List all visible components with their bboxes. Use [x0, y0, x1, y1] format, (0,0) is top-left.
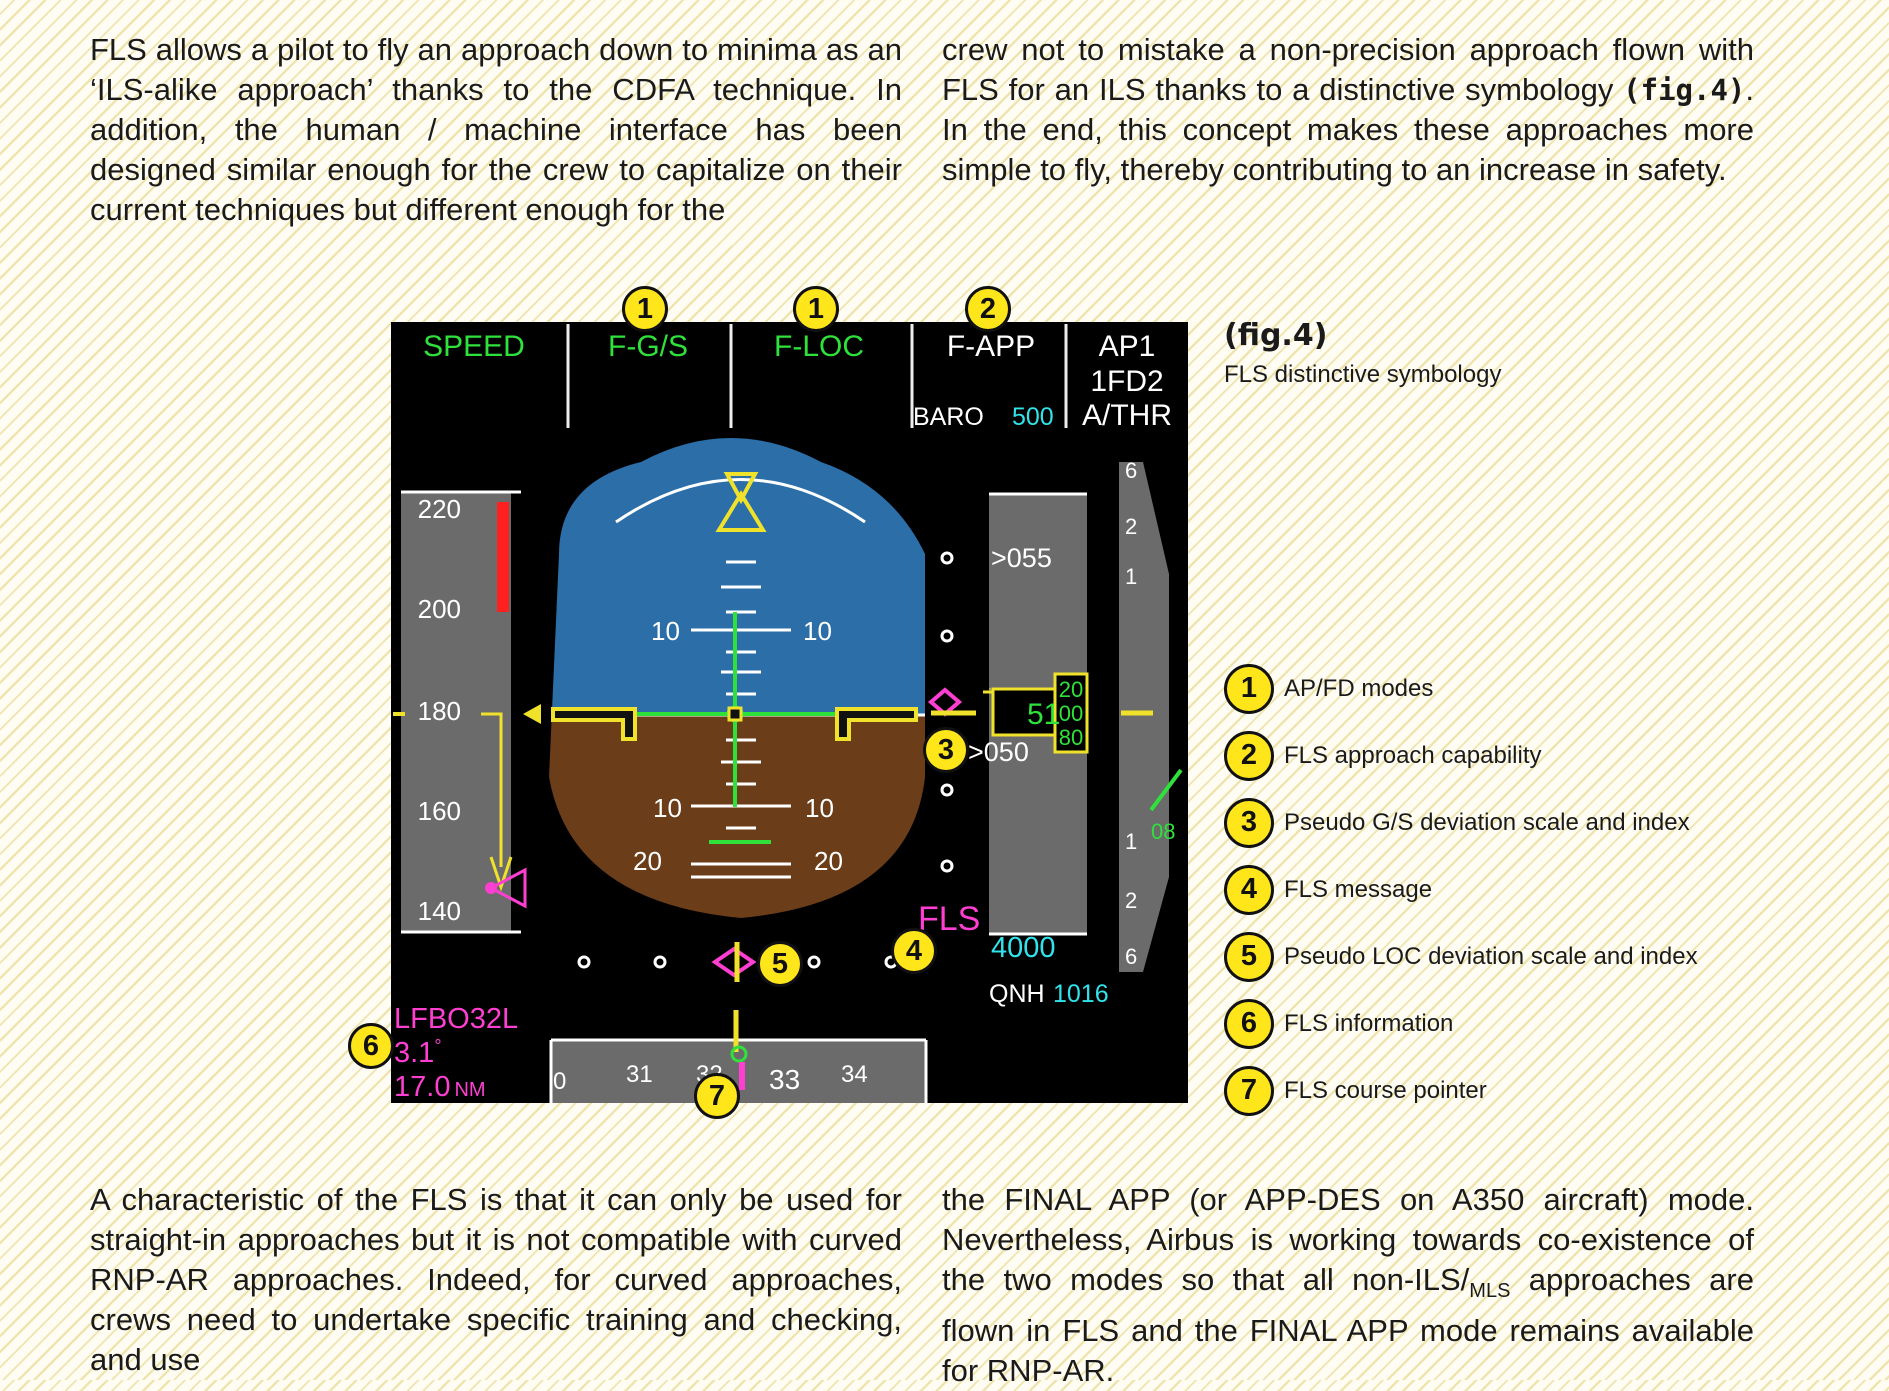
legend-badge: 6	[1224, 998, 1274, 1049]
legend-text: AP/FD modes	[1284, 674, 1434, 702]
callout-badge-6: 6	[348, 1023, 394, 1069]
fma-lateral-mode: F-LOC	[774, 330, 864, 363]
figure-caption: FLS distinctive symbology	[1224, 361, 1502, 388]
vertical-speed-indicator: 6 2 1 1 2 6 08	[1119, 458, 1183, 972]
flight-mode-annunciator: SPEED F-G/S F-LOC F-APP BARO 500 AP1 1FD…	[423, 324, 1172, 432]
attitude-indicator: 10 10 10 10 20 20	[549, 438, 925, 918]
fma-ap: AP1	[1099, 330, 1156, 363]
vsi-readout: 08	[1151, 819, 1175, 844]
speed-tape: 220 200 180 160 140	[393, 490, 541, 934]
speed-label-220: 220	[418, 494, 461, 524]
legend-text: Pseudo LOC deviation scale and index	[1284, 942, 1698, 970]
pseudo-loc-deviation-scale	[577, 942, 898, 982]
legend-badge: 3	[1224, 797, 1274, 848]
fma-baro: BARO	[913, 403, 984, 431]
text-run: . In the end, this concept makes these a…	[942, 72, 1754, 187]
fma-speed: SPEED	[423, 330, 525, 363]
fls-angle: 3.1°	[394, 1036, 442, 1069]
figure-title: (fig.4)	[1224, 318, 1328, 353]
vsi-label-6-up: 6	[1125, 458, 1137, 483]
speed-label-200: 200	[418, 594, 461, 624]
legend-text: FLS information	[1284, 1009, 1454, 1037]
paragraph: A characteristic of the FLS is that it c…	[90, 1182, 902, 1377]
figure-reference: (fig.4)	[1623, 73, 1746, 107]
legend-item: 7 FLS course pointer	[1224, 1057, 1698, 1124]
pitch-label-down-right: 10	[805, 793, 834, 823]
callout-badge-3: 3	[923, 727, 969, 773]
legend-badge: 2	[1224, 730, 1274, 781]
altitude-drum-2: 00	[1059, 701, 1083, 726]
altitude-label-lower: >050	[968, 737, 1029, 767]
fma-fd: 1FD2	[1090, 365, 1163, 398]
primary-flight-display: SPEED F-G/S F-LOC F-APP BARO 500 AP1 1FD…	[391, 322, 1188, 1103]
legend-item: 1 AP/FD modes	[1224, 655, 1698, 722]
legend-item: 5 Pseudo LOC deviation scale and index	[1224, 923, 1698, 990]
fma-athr: A/THR	[1082, 399, 1172, 432]
article-text-bottom-right: the FINAL APP (or APP-DES on A350 aircra…	[942, 1180, 1754, 1391]
altitude-target: 4000	[991, 932, 1056, 964]
callout-badge-1-lateral: 1	[793, 286, 839, 332]
fma-vertical-mode: F-G/S	[608, 330, 688, 363]
article-text-top-left: FLS allows a pilot to fly an approach do…	[90, 30, 902, 230]
fma-minima: 500	[1012, 403, 1054, 431]
paragraph: crew not to mistake a non-precision appr…	[942, 30, 1754, 190]
subscript: MLS	[1469, 1280, 1511, 1303]
text-run: the FINAL APP (or APP-DES on A350 aircra…	[942, 1182, 1754, 1297]
altitude-readout: 51	[1027, 698, 1060, 731]
pitch-label-up-left: 10	[651, 616, 680, 646]
fls-runway: LFBO32L	[394, 1003, 518, 1035]
vsi-label-6-down: 6	[1125, 944, 1137, 969]
legend-text: FLS message	[1284, 875, 1433, 903]
legend-badge: 4	[1224, 864, 1274, 915]
qnh-label: QNH	[989, 980, 1045, 1008]
heading-label-31: 31	[626, 1061, 653, 1088]
heading-label-0: 0	[553, 1068, 566, 1095]
legend-text: FLS course pointer	[1284, 1076, 1487, 1104]
pitch-label-up-right: 10	[803, 616, 832, 646]
article-text-top-right: crew not to mistake a non-precision appr…	[942, 30, 1754, 190]
callout-badge-2: 2	[965, 286, 1011, 332]
callout-badge-5: 5	[757, 941, 803, 987]
legend-item: 3 Pseudo G/S deviation scale and index	[1224, 789, 1698, 856]
vsi-label-1-down: 1	[1125, 829, 1137, 854]
vsi-label-2-up: 2	[1125, 514, 1137, 539]
legend-badge: 5	[1224, 931, 1274, 982]
text-run: crew not to mistake a non-precision appr…	[942, 32, 1754, 107]
altitude-drum-1: 20	[1059, 677, 1083, 702]
legend-text: FLS approach capability	[1284, 741, 1542, 769]
legend-item: 6 FLS information	[1224, 990, 1698, 1057]
pitch-label-down-left: 10	[653, 793, 682, 823]
pitch-label-20-right: 20	[814, 846, 843, 876]
speed-label-160: 160	[418, 796, 461, 826]
vsi-label-1-up: 1	[1125, 564, 1137, 589]
pitch-label-20-left: 20	[633, 846, 662, 876]
callout-badge-7: 7	[694, 1073, 740, 1119]
legend-text: Pseudo G/S deviation scale and index	[1284, 808, 1690, 836]
vsi-label-2-down: 2	[1125, 888, 1137, 913]
qnh-value: 1016	[1053, 980, 1109, 1008]
legend-item: 4 FLS message	[1224, 856, 1698, 923]
altitude-label-upper: >055	[991, 543, 1052, 573]
speed-label-140: 140	[418, 896, 461, 926]
callout-badge-1-vertical: 1	[622, 286, 668, 332]
pseudo-gs-deviation-scale	[927, 551, 976, 873]
speed-label-180: 180	[418, 696, 461, 726]
paragraph: the FINAL APP (or APP-DES on A350 aircra…	[942, 1180, 1754, 1391]
legend-badge: 7	[1224, 1065, 1274, 1116]
heading-label-34: 34	[841, 1061, 868, 1088]
altitude-tape: >055 >050 51 20 00 80 4000 QNH 1016	[968, 492, 1109, 1008]
article-text-bottom-left: A characteristic of the FLS is that it c…	[90, 1180, 902, 1380]
legend-badge: 1	[1224, 663, 1274, 714]
heading-scale: 0 31 32 33 34	[549, 1010, 928, 1103]
altitude-drum-3: 80	[1059, 725, 1083, 750]
heading-label-33: 33	[769, 1064, 800, 1095]
legend-item: 2 FLS approach capability	[1224, 722, 1698, 789]
callout-badge-4: 4	[891, 928, 937, 974]
fma-approach-capability: F-APP	[947, 330, 1035, 363]
paragraph: FLS allows a pilot to fly an approach do…	[90, 32, 902, 227]
fls-message: FLS	[918, 900, 980, 938]
